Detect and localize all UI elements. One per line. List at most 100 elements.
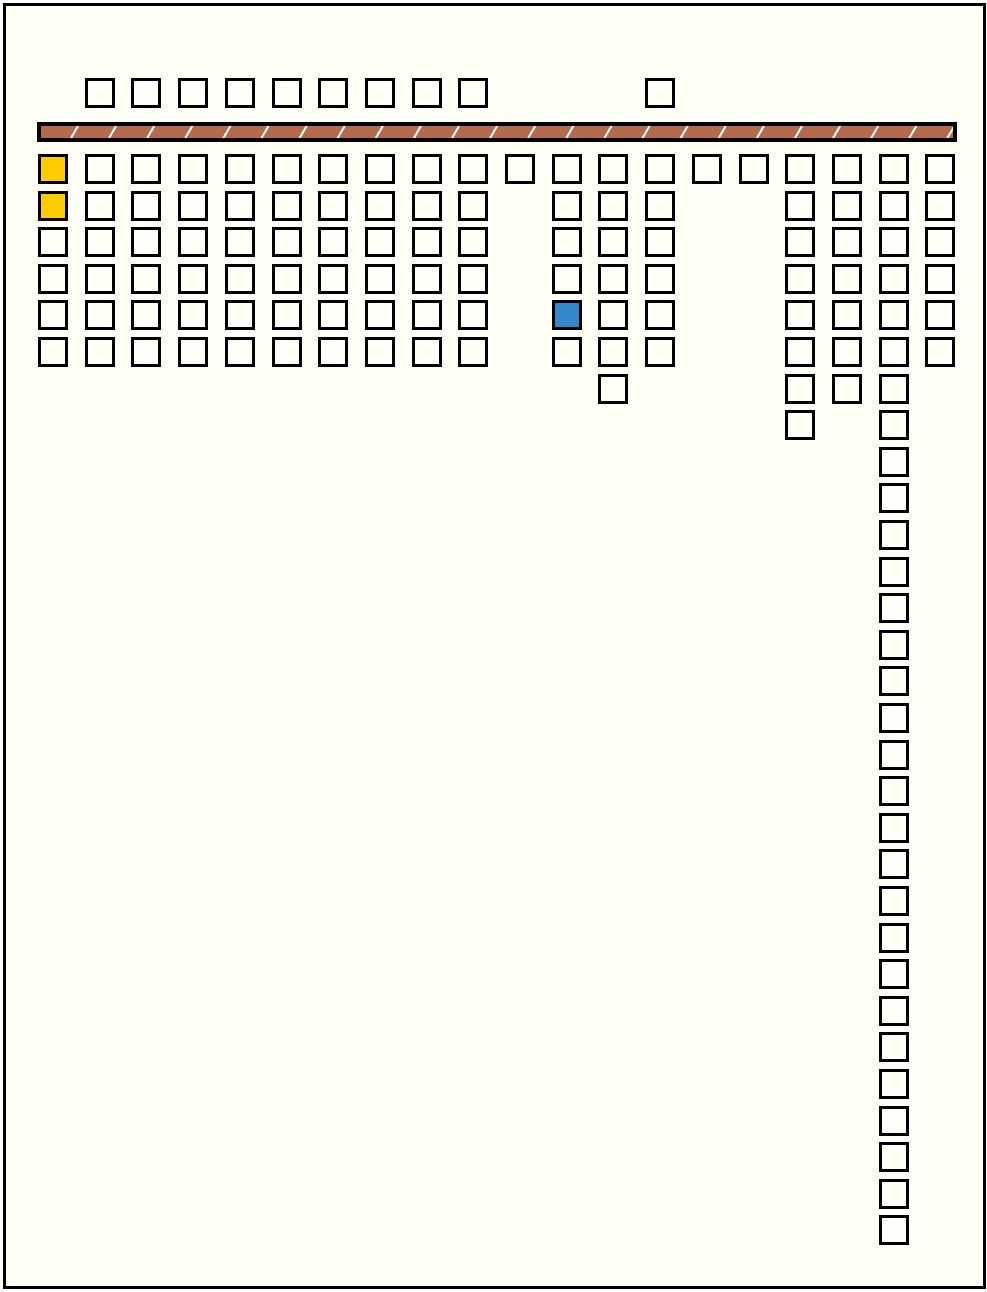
stack-7-cell-5[interactable]: [365, 337, 395, 367]
stack-18-cell-18[interactable]: [879, 813, 909, 843]
stack-19-cell-0[interactable]: [925, 154, 955, 184]
stack-18-cell-9[interactable]: [879, 483, 909, 513]
stack-9-cell-4[interactable]: [458, 300, 488, 330]
stack-18-cell-26[interactable]: [879, 1106, 909, 1136]
stack-9-cell-1[interactable]: [458, 191, 488, 221]
stack-18-cell-23[interactable]: [879, 996, 909, 1026]
stack-16-cell-4[interactable]: [785, 300, 815, 330]
stack-18-cell-20[interactable]: [879, 886, 909, 916]
stack-9-cell-2[interactable]: [458, 227, 488, 257]
stack-18-cell-14[interactable]: [879, 666, 909, 696]
stack-19-cell-2[interactable]: [925, 227, 955, 257]
stack-12-cell-6[interactable]: [598, 374, 628, 404]
stack-0-cell-2[interactable]: [38, 227, 68, 257]
stack-18-cell-15[interactable]: [879, 703, 909, 733]
top-row-cell-8[interactable]: [412, 78, 442, 108]
stack-18-cell-8[interactable]: [879, 447, 909, 477]
stack-2-cell-5[interactable]: [131, 337, 161, 367]
top-row-cell-3[interactable]: [178, 78, 208, 108]
stack-18-cell-28[interactable]: [879, 1179, 909, 1209]
stack-7-cell-2[interactable]: [365, 227, 395, 257]
stack-8-cell-1[interactable]: [412, 191, 442, 221]
stack-4-cell-4[interactable]: [225, 300, 255, 330]
stack-18-cell-13[interactable]: [879, 630, 909, 660]
stack-17-cell-6[interactable]: [832, 374, 862, 404]
stack-7-cell-0[interactable]: [365, 154, 395, 184]
stack-4-cell-1[interactable]: [225, 191, 255, 221]
stack-2-cell-4[interactable]: [131, 300, 161, 330]
stack-16-cell-3[interactable]: [785, 264, 815, 294]
stack-15-cell-0[interactable]: [739, 154, 769, 184]
stack-5-cell-0[interactable]: [272, 154, 302, 184]
stack-11-cell-3[interactable]: [552, 264, 582, 294]
stack-2-cell-1[interactable]: [131, 191, 161, 221]
top-row-cell-13[interactable]: [645, 78, 675, 108]
top-row-cell-6[interactable]: [318, 78, 348, 108]
stack-1-cell-2[interactable]: [85, 227, 115, 257]
stack-2-cell-3[interactable]: [131, 264, 161, 294]
stack-13-cell-4[interactable]: [645, 300, 675, 330]
stack-18-cell-24[interactable]: [879, 1032, 909, 1062]
stack-18-cell-22[interactable]: [879, 959, 909, 989]
stack-6-cell-3[interactable]: [318, 264, 348, 294]
stack-11-cell-0[interactable]: [552, 154, 582, 184]
top-row-cell-1[interactable]: [85, 78, 115, 108]
stack-18-cell-10[interactable]: [879, 520, 909, 550]
stack-8-cell-3[interactable]: [412, 264, 442, 294]
stack-18-cell-27[interactable]: [879, 1142, 909, 1172]
stack-5-cell-5[interactable]: [272, 337, 302, 367]
stack-8-cell-2[interactable]: [412, 227, 442, 257]
stack-12-cell-4[interactable]: [598, 300, 628, 330]
stack-17-cell-5[interactable]: [832, 337, 862, 367]
stack-18-cell-5[interactable]: [879, 337, 909, 367]
stack-19-cell-4[interactable]: [925, 300, 955, 330]
top-row-cell-2[interactable]: [131, 78, 161, 108]
stack-3-cell-3[interactable]: [178, 264, 208, 294]
stack-16-cell-0[interactable]: [785, 154, 815, 184]
stack-0-cell-5[interactable]: [38, 337, 68, 367]
stack-18-cell-0[interactable]: [879, 154, 909, 184]
stack-11-cell-2[interactable]: [552, 227, 582, 257]
stack-16-cell-7[interactable]: [785, 410, 815, 440]
stack-1-cell-4[interactable]: [85, 300, 115, 330]
stack-8-cell-0[interactable]: [412, 154, 442, 184]
stack-12-cell-5[interactable]: [598, 337, 628, 367]
stack-17-cell-4[interactable]: [832, 300, 862, 330]
stack-1-cell-1[interactable]: [85, 191, 115, 221]
stack-4-cell-0[interactable]: [225, 154, 255, 184]
stack-13-cell-3[interactable]: [645, 264, 675, 294]
stack-13-cell-1[interactable]: [645, 191, 675, 221]
stack-19-cell-1[interactable]: [925, 191, 955, 221]
stack-7-cell-1[interactable]: [365, 191, 395, 221]
stack-17-cell-0[interactable]: [832, 154, 862, 184]
stack-18-cell-29[interactable]: [879, 1215, 909, 1245]
stack-0-cell-1-gold[interactable]: [38, 191, 68, 221]
stack-8-cell-5[interactable]: [412, 337, 442, 367]
top-row-cell-4[interactable]: [225, 78, 255, 108]
stack-3-cell-0[interactable]: [178, 154, 208, 184]
stack-12-cell-2[interactable]: [598, 227, 628, 257]
stack-6-cell-2[interactable]: [318, 227, 348, 257]
stack-1-cell-0[interactable]: [85, 154, 115, 184]
stack-6-cell-0[interactable]: [318, 154, 348, 184]
stack-16-cell-6[interactable]: [785, 374, 815, 404]
stack-18-cell-7[interactable]: [879, 410, 909, 440]
stack-18-cell-17[interactable]: [879, 776, 909, 806]
stack-17-cell-1[interactable]: [832, 191, 862, 221]
stack-18-cell-19[interactable]: [879, 849, 909, 879]
stack-0-cell-4[interactable]: [38, 300, 68, 330]
stack-0-cell-3[interactable]: [38, 264, 68, 294]
stack-5-cell-3[interactable]: [272, 264, 302, 294]
stack-9-cell-3[interactable]: [458, 264, 488, 294]
stack-13-cell-5[interactable]: [645, 337, 675, 367]
stack-6-cell-1[interactable]: [318, 191, 348, 221]
stack-18-cell-6[interactable]: [879, 374, 909, 404]
stack-9-cell-5[interactable]: [458, 337, 488, 367]
stack-18-cell-12[interactable]: [879, 593, 909, 623]
stack-11-cell-5[interactable]: [552, 337, 582, 367]
stack-19-cell-3[interactable]: [925, 264, 955, 294]
stack-11-cell-4-blue[interactable]: [552, 300, 582, 330]
stack-18-cell-21[interactable]: [879, 923, 909, 953]
stack-18-cell-11[interactable]: [879, 557, 909, 587]
stack-3-cell-4[interactable]: [178, 300, 208, 330]
